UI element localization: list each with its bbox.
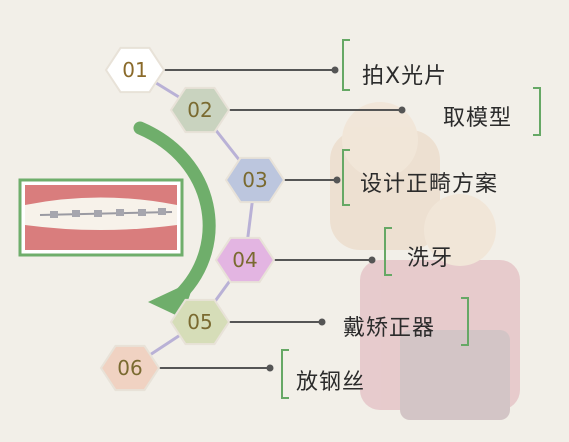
teeth-image <box>18 178 184 257</box>
curved-arrow <box>133 121 216 302</box>
step-number-06: 06 <box>117 356 142 380</box>
step-hexagon-05 <box>169 298 231 346</box>
label-bracket <box>342 39 350 91</box>
leader-dot <box>331 66 339 74</box>
label-bracket <box>461 297 469 346</box>
leader-dot <box>368 256 376 264</box>
dentist-figure <box>330 130 440 250</box>
step-hexagon-04 <box>214 236 276 284</box>
step-number-04: 04 <box>232 248 257 272</box>
step-hexagon-06 <box>99 344 161 392</box>
leader-dot <box>318 318 326 326</box>
step-label-06: 放钢丝 <box>296 370 366 395</box>
leader-dot <box>398 106 406 114</box>
step-label-02: 取模型 <box>443 106 513 131</box>
leader-dot <box>333 176 341 184</box>
label-bracket <box>384 227 392 276</box>
step-hexagon-03 <box>224 156 286 204</box>
step-number-03: 03 <box>242 168 267 192</box>
label-bracket <box>342 149 350 206</box>
step-hexagon-02 <box>169 86 231 134</box>
patient-chair <box>360 260 520 410</box>
step-number-05: 05 <box>187 310 212 334</box>
step-number-01: 01 <box>122 58 147 82</box>
patient-head <box>424 194 496 266</box>
step-number-02: 02 <box>187 98 212 122</box>
step-label-01: 拍X光片 <box>362 64 448 89</box>
background-illustration <box>330 102 520 420</box>
leader-dot <box>266 364 274 372</box>
label-bracket <box>281 349 289 399</box>
chair-base <box>400 330 510 420</box>
dentist-head <box>342 102 418 178</box>
step-label-03: 设计正畸方案 <box>360 172 499 197</box>
step-label-05: 戴矫正器 <box>343 316 436 341</box>
label-bracket <box>533 87 541 136</box>
step-hexagon-01 <box>104 46 166 94</box>
step-label-04: 洗牙 <box>407 246 454 271</box>
